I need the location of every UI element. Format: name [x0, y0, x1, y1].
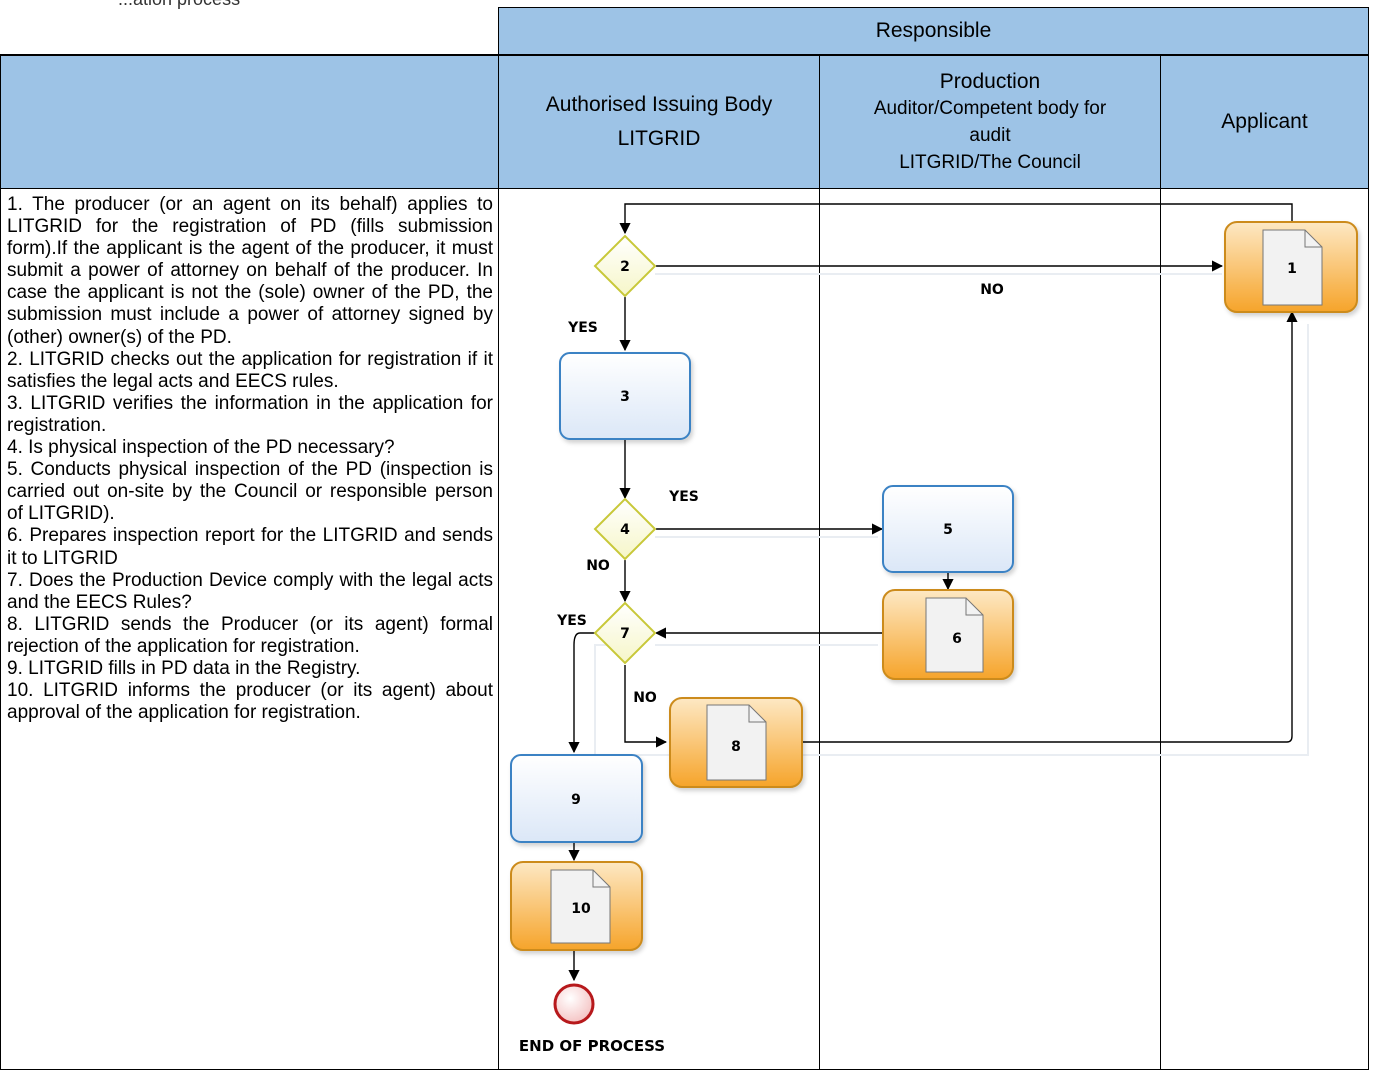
column-header-applicant-line1: Applicant: [1221, 110, 1308, 133]
step-3-text: 3. LITGRID verifies the information in t…: [7, 392, 493, 436]
column-header-production-line3: audit: [969, 125, 1011, 146]
step-7-text: 7. Does the Production Device comply wit…: [7, 569, 493, 613]
step-10-text: 10. LITGRID informs the producer (or its…: [7, 680, 493, 724]
step-8-text: 8. LITGRID sends the Producer (or its ag…: [7, 613, 493, 657]
step-9-text: 9. LITGRID fills in PD data in the Regis…: [7, 657, 361, 679]
step-1-text: 1. The producer (or an agent on its beha…: [7, 194, 493, 348]
column-header-production: Production Auditor/Competent body for au…: [819, 55, 1161, 189]
description-column-header: [0, 55, 499, 189]
lane-production: [819, 188, 1161, 1070]
page-heading: ...ation process: [118, 0, 240, 10]
column-header-production-line4: LITGRID/The Council: [899, 152, 1081, 173]
step-4-text: 4. Is physical inspection of the PD nece…: [7, 437, 395, 459]
column-header-production-line1: Production: [939, 70, 1041, 93]
column-header-applicant: Applicant: [1160, 55, 1369, 189]
lane-issuing-body: [498, 188, 820, 1070]
steps-description-cell: 1. The producer (or an agent on its beha…: [0, 188, 499, 1070]
lane-applicant: [1160, 188, 1369, 1070]
column-header-production-line2: Auditor/Competent body for: [873, 98, 1107, 119]
step-5-text: 5. Conducts physical inspection of the P…: [7, 459, 493, 525]
header-left-top: [0, 0, 499, 55]
step-6-text: 6. Prepares inspection report for the LI…: [7, 525, 493, 569]
column-header-issuing-body-line2: LITGRID: [617, 127, 701, 150]
step-2-text: 2. LITGRID checks out the application fo…: [7, 348, 493, 392]
column-header-issuing-body: Authorised Issuing Body LITGRID: [498, 55, 820, 189]
column-header-issuing-body-line1: Authorised Issuing Body: [545, 93, 773, 116]
responsible-header: Responsible: [498, 7, 1369, 55]
